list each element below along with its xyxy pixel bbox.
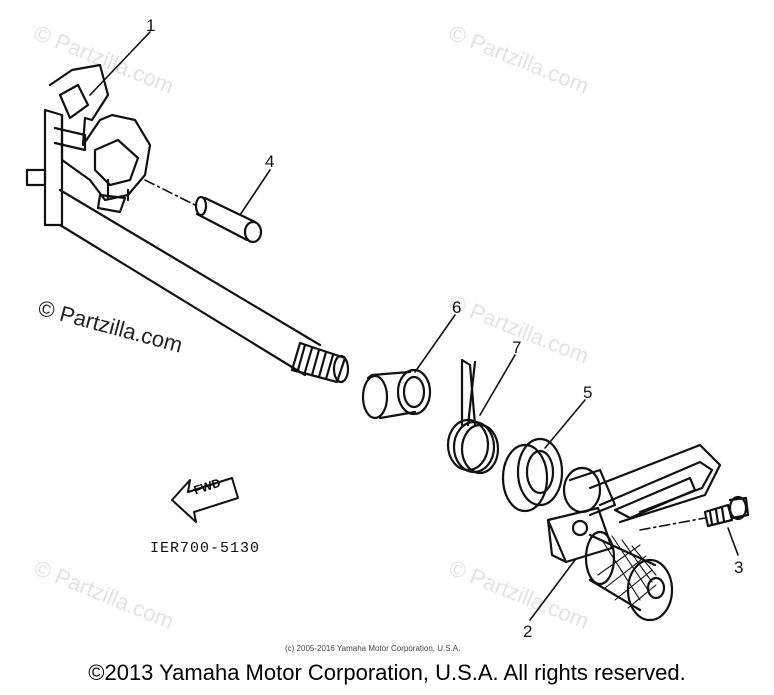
part-2-shift-pedal bbox=[546, 443, 722, 622]
callout-2: 2 bbox=[523, 622, 533, 641]
callout-5: 5 bbox=[583, 383, 593, 402]
footer-copyright: ©2013 Yamaha Motor Corporation, U.S.A. A… bbox=[88, 660, 686, 685]
part-3-bolt bbox=[703, 495, 750, 528]
fwd-arrow-icon bbox=[171, 477, 239, 523]
callout-3: 3 bbox=[734, 558, 744, 577]
callout-leaders bbox=[89, 31, 739, 621]
callout-1: 1 bbox=[146, 16, 156, 35]
part-7-spring bbox=[446, 358, 500, 475]
part-5-oil-seal bbox=[501, 437, 564, 513]
callout-6: 6 bbox=[452, 298, 462, 317]
diagram-code: IER700-5130 bbox=[150, 540, 261, 557]
callout-4: 4 bbox=[265, 152, 275, 171]
part-6-collar bbox=[361, 368, 432, 420]
small-copyright: (c) 2005-2016 Yamaha Motor Corporation, … bbox=[285, 644, 461, 653]
part-1-shift-shaft bbox=[25, 63, 350, 384]
part-4-pin bbox=[144, 179, 263, 244]
callout-7: 7 bbox=[512, 338, 522, 357]
